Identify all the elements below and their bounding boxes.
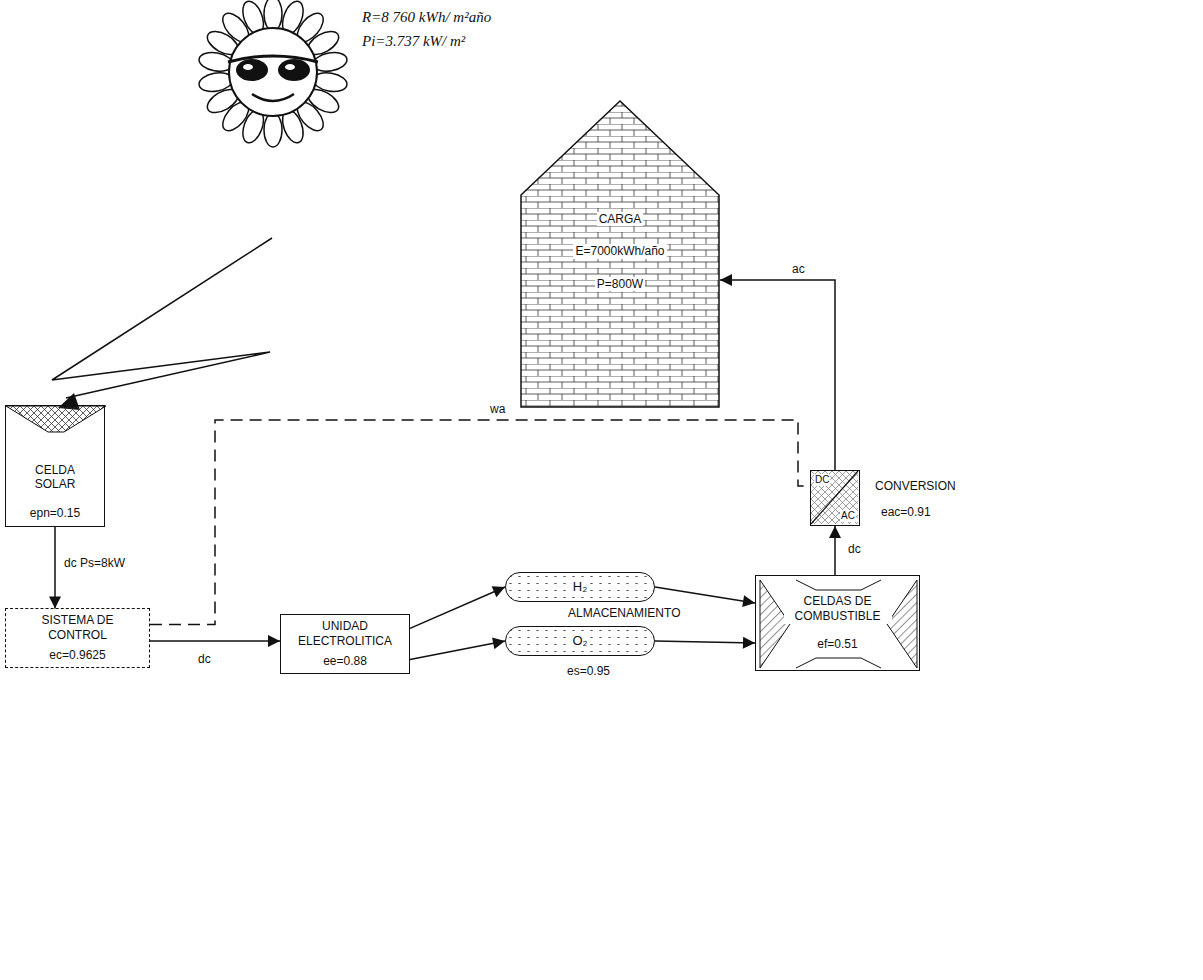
hydrogen-tank: H₂	[505, 572, 655, 602]
control-signal-line	[150, 420, 810, 624]
sun-illustration	[198, 0, 349, 147]
current-label: wa	[488, 402, 507, 416]
inverter-diagonal	[811, 471, 858, 524]
node-title: CARGA	[597, 212, 644, 226]
solar-panel-hatch	[6, 406, 106, 432]
gas-name: O₂	[570, 633, 589, 649]
efficiency-value: ec=0.9625	[47, 648, 107, 662]
current-type: AC	[840, 510, 856, 522]
power-flow-arrow	[54, 527, 56, 608]
electrolyzer-box: UNIDAD ELECTROLITICA ee=0.88	[280, 614, 410, 673]
sun-ray	[264, 0, 282, 31]
glasses-lens	[278, 59, 310, 81]
current-type: DC	[814, 474, 830, 486]
current-label: dc	[196, 652, 213, 666]
power-flow-arrow	[410, 641, 505, 660]
inverter-box: DCACCONVERSIONeac=0.91	[810, 470, 860, 526]
power-value: P=800W	[595, 277, 645, 291]
radiation-bolt	[52, 238, 272, 398]
power-flow-arrow	[834, 526, 836, 575]
inverter-hatch	[811, 471, 858, 524]
efficiency-value: ee=0.88	[321, 654, 369, 668]
power-flow-arrow	[655, 587, 755, 603]
house-walls	[521, 101, 719, 407]
power-flow-arrow	[720, 280, 835, 470]
efficiency-value: epn=0.15	[28, 506, 82, 520]
control-system-box: SISTEMA DE CONTROL ec=0.9625	[5, 608, 150, 667]
node-title: UNIDAD ELECTROLITICA	[289, 619, 401, 648]
gas-name: H₂	[571, 579, 589, 595]
efficiency-value: eac=0.91	[879, 505, 933, 519]
sun-face	[229, 28, 317, 116]
sun-smile	[252, 94, 294, 101]
power-flow-arrow	[410, 587, 505, 628]
lens-glint	[243, 64, 253, 70]
sun-ray	[264, 113, 282, 147]
solar-cell-box: CELDA SOLAR epn=0.15	[5, 405, 105, 527]
fuel-cell-plate	[887, 580, 917, 668]
node-heading: CONVERSION	[873, 479, 958, 493]
current-label: ac	[790, 262, 807, 276]
power-flow-arrow	[150, 640, 280, 642]
lens-glint	[285, 64, 295, 70]
node-title: CELDA SOLAR	[22, 463, 88, 492]
efficiency-value: ef=0.51	[813, 636, 861, 652]
power-flow-arrow	[655, 641, 755, 643]
efficiency-value: es=0.95	[565, 664, 612, 678]
storage-label: ALMACENAMIENTO	[566, 606, 682, 620]
oxygen-tank: O₂	[505, 626, 655, 656]
glasses-bridge	[228, 56, 318, 62]
fuel-cell-box: CELDAS DE COMBUSTIBLE ef=0.51	[755, 575, 920, 671]
load-house: CARGA E=7000kWh/añoP=800W	[520, 100, 720, 408]
node-title: SISTEMA DE CONTROL	[30, 613, 126, 642]
energy-value: E=7000kWh/año	[573, 244, 666, 258]
irradiance-value: Pi=3.737 kW/ m²	[360, 32, 467, 50]
sun-rays	[198, 0, 349, 147]
glasses-lens	[236, 59, 268, 81]
current-label: dc Ps=8kW	[62, 556, 127, 570]
irradiation-value: R=8 760 kWh/ m²año	[360, 8, 493, 26]
current-label: dc	[846, 542, 863, 556]
node-title: CELDAS DE COMBUSTIBLE	[784, 593, 892, 624]
